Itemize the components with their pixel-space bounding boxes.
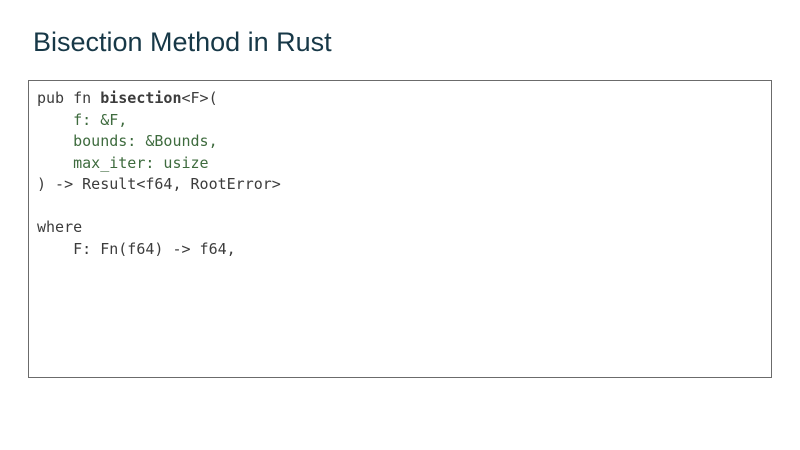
code-segment: where bbox=[37, 218, 83, 236]
code-segment: <F>( bbox=[181, 89, 218, 107]
code-line: bounds: &Bounds, bbox=[37, 131, 763, 153]
code-line: F: Fn(f64) -> f64, bbox=[37, 239, 763, 261]
code-segment: F: Fn(f64) -> f64, bbox=[37, 239, 236, 258]
code-line: max_iter: usize bbox=[37, 153, 763, 175]
code-segment: max_iter: usize bbox=[37, 153, 209, 172]
code-line bbox=[37, 196, 763, 218]
code-block: pub fn bisection<F>( f: &F, bounds: &Bou… bbox=[28, 80, 772, 378]
code-segment: bisection bbox=[100, 89, 182, 107]
code-line: where bbox=[37, 217, 763, 239]
code-line: ) -> Result<f64, RootError> bbox=[37, 174, 763, 196]
code-line: f: &F, bbox=[37, 110, 763, 132]
slide-title: Bisection Method in Rust bbox=[33, 27, 332, 57]
code-segment: f: &F, bbox=[37, 110, 128, 129]
code-segment: bounds: &Bounds, bbox=[37, 132, 218, 150]
code-segment: ) -> Result<f64, RootError> bbox=[37, 175, 281, 193]
code-line: pub fn bisection<F>( bbox=[37, 88, 763, 110]
code-segment: pub fn bbox=[37, 89, 101, 107]
